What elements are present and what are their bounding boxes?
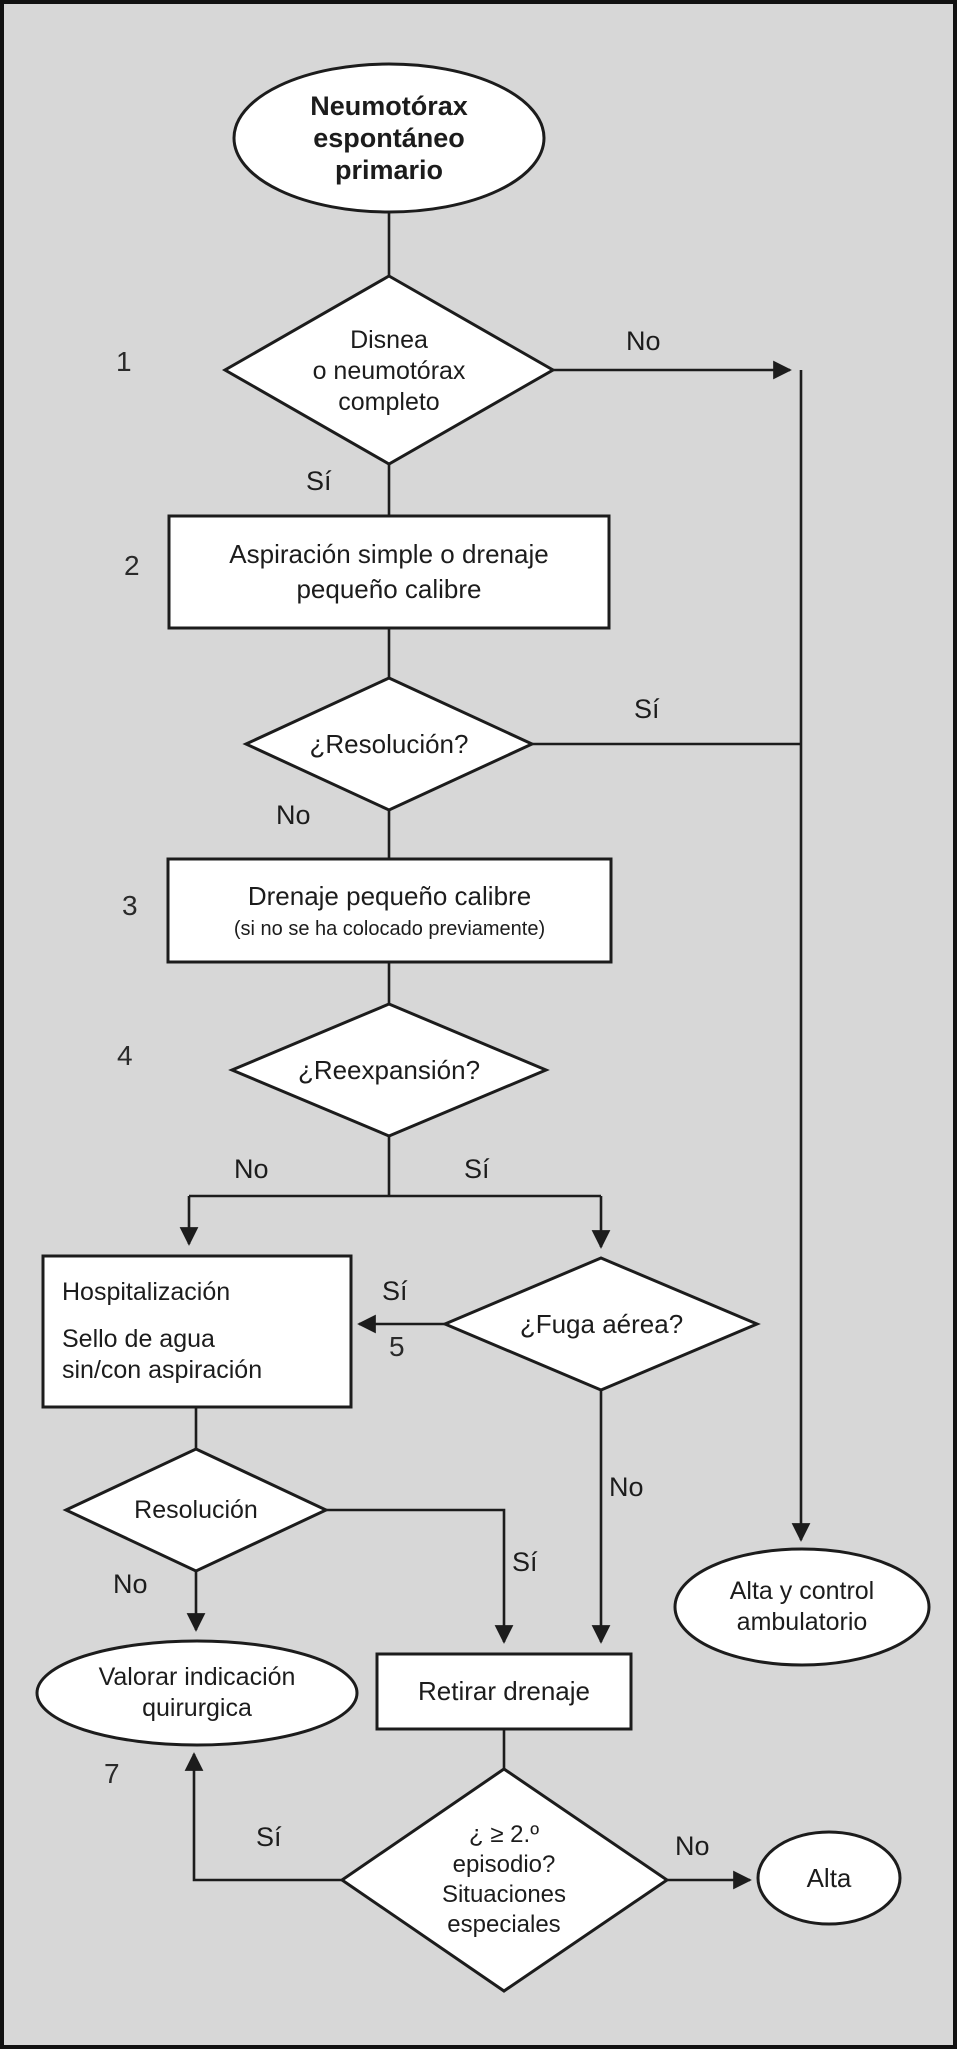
drainage-label: Drenaje pequeño calibre (si no se ha col…: [172, 864, 607, 958]
resolution2-label: Resolución: [134, 1495, 258, 1524]
edge-resolution2-yes: [326, 1508, 514, 1644]
hospitalization-line: Hospitalización: [62, 1278, 231, 1306]
edge-reexpansion-branch: [189, 1136, 601, 1198]
drainage-title: Drenaje pequeño calibre: [247, 881, 532, 912]
node-surgical-ellipse: [35, 1639, 359, 1747]
node-episode-diamond: [339, 1767, 670, 1993]
edge-label-reexpansion-no: No: [234, 1154, 269, 1184]
drainage-note: (si no se ha colocado previamente): [233, 917, 546, 940]
node-dyspnea-diamond: [221, 274, 557, 466]
node-hospitalization-box: [41, 1254, 353, 1409]
water-seal-line: Sello de agua sin/con aspiración: [62, 1325, 263, 1384]
aspiration-label: Aspiración simple o drenaje pequeño cali…: [229, 538, 549, 604]
node-removedrain-box: [375, 1652, 633, 1731]
node-resolution1-diamond: [242, 676, 536, 812]
step-number-4: 4: [117, 1040, 133, 1071]
node-discharge-followup-ellipse: [673, 1547, 931, 1667]
edge-label-resolution2-no: No: [113, 1569, 148, 1599]
edge-label-resolution2-yes: Sí: [512, 1547, 538, 1577]
edge-label-episode-no: No: [675, 1831, 710, 1861]
edge-label-airleak-no: No: [609, 1472, 644, 1502]
node-airleak-diamond: [441, 1256, 761, 1392]
edge-label-reexpansion-yes: Sí: [464, 1154, 490, 1184]
node-resolution2-diamond: [62, 1447, 330, 1573]
edge-episode-yes: [184, 1752, 342, 1882]
step-number-1: 1: [116, 346, 132, 377]
node-discharge-ellipse: [756, 1830, 902, 1926]
discharge-label: Alta: [806, 1862, 852, 1893]
edge-label-dyspnea-yes: Sí: [306, 466, 332, 496]
episode-label: ¿ ≥ 2.º episodio? Situaciones especiales: [441, 1820, 567, 1939]
node-aspiration-box: [167, 514, 611, 630]
dyspnea-label: Disnea o neumotórax completo: [312, 325, 466, 416]
discharge-followup-label: Alta y control ambulatorio: [729, 1577, 875, 1636]
edge-label-airleak-yes: Sí: [382, 1276, 408, 1306]
edge-label-dyspnea-no: No: [626, 326, 661, 356]
start-label: Neumotórax espontáneo primario: [310, 91, 468, 185]
step-number-7: 7: [104, 1758, 120, 1789]
airleak-label: ¿Fuga aérea?: [519, 1309, 684, 1340]
reexpansion-label: ¿Reexpansión?: [297, 1054, 481, 1085]
step-number-5: 5: [389, 1331, 405, 1362]
node-start-ellipse: [232, 62, 546, 214]
node-drainage-box: [166, 857, 613, 964]
edge-label-resolution1-yes: Sí: [634, 694, 660, 724]
node-reexpansion-diamond: [228, 1002, 550, 1138]
edge-label-episode-yes: Sí: [256, 1822, 282, 1852]
edge-label-resolution1-no: No: [276, 800, 311, 830]
step-number-2: 2: [124, 550, 140, 581]
step-number-3: 3: [122, 890, 138, 921]
removedrain-label: Retirar drenaje: [418, 1676, 590, 1707]
flowchart-graphics: [35, 62, 931, 1993]
hospitalization-label: Hospitalización Sello de agua sin/con as…: [62, 1266, 340, 1397]
resolution1-label: ¿Resolución?: [309, 728, 469, 759]
surgical-label: Valorar indicación quirurgica: [98, 1663, 296, 1722]
